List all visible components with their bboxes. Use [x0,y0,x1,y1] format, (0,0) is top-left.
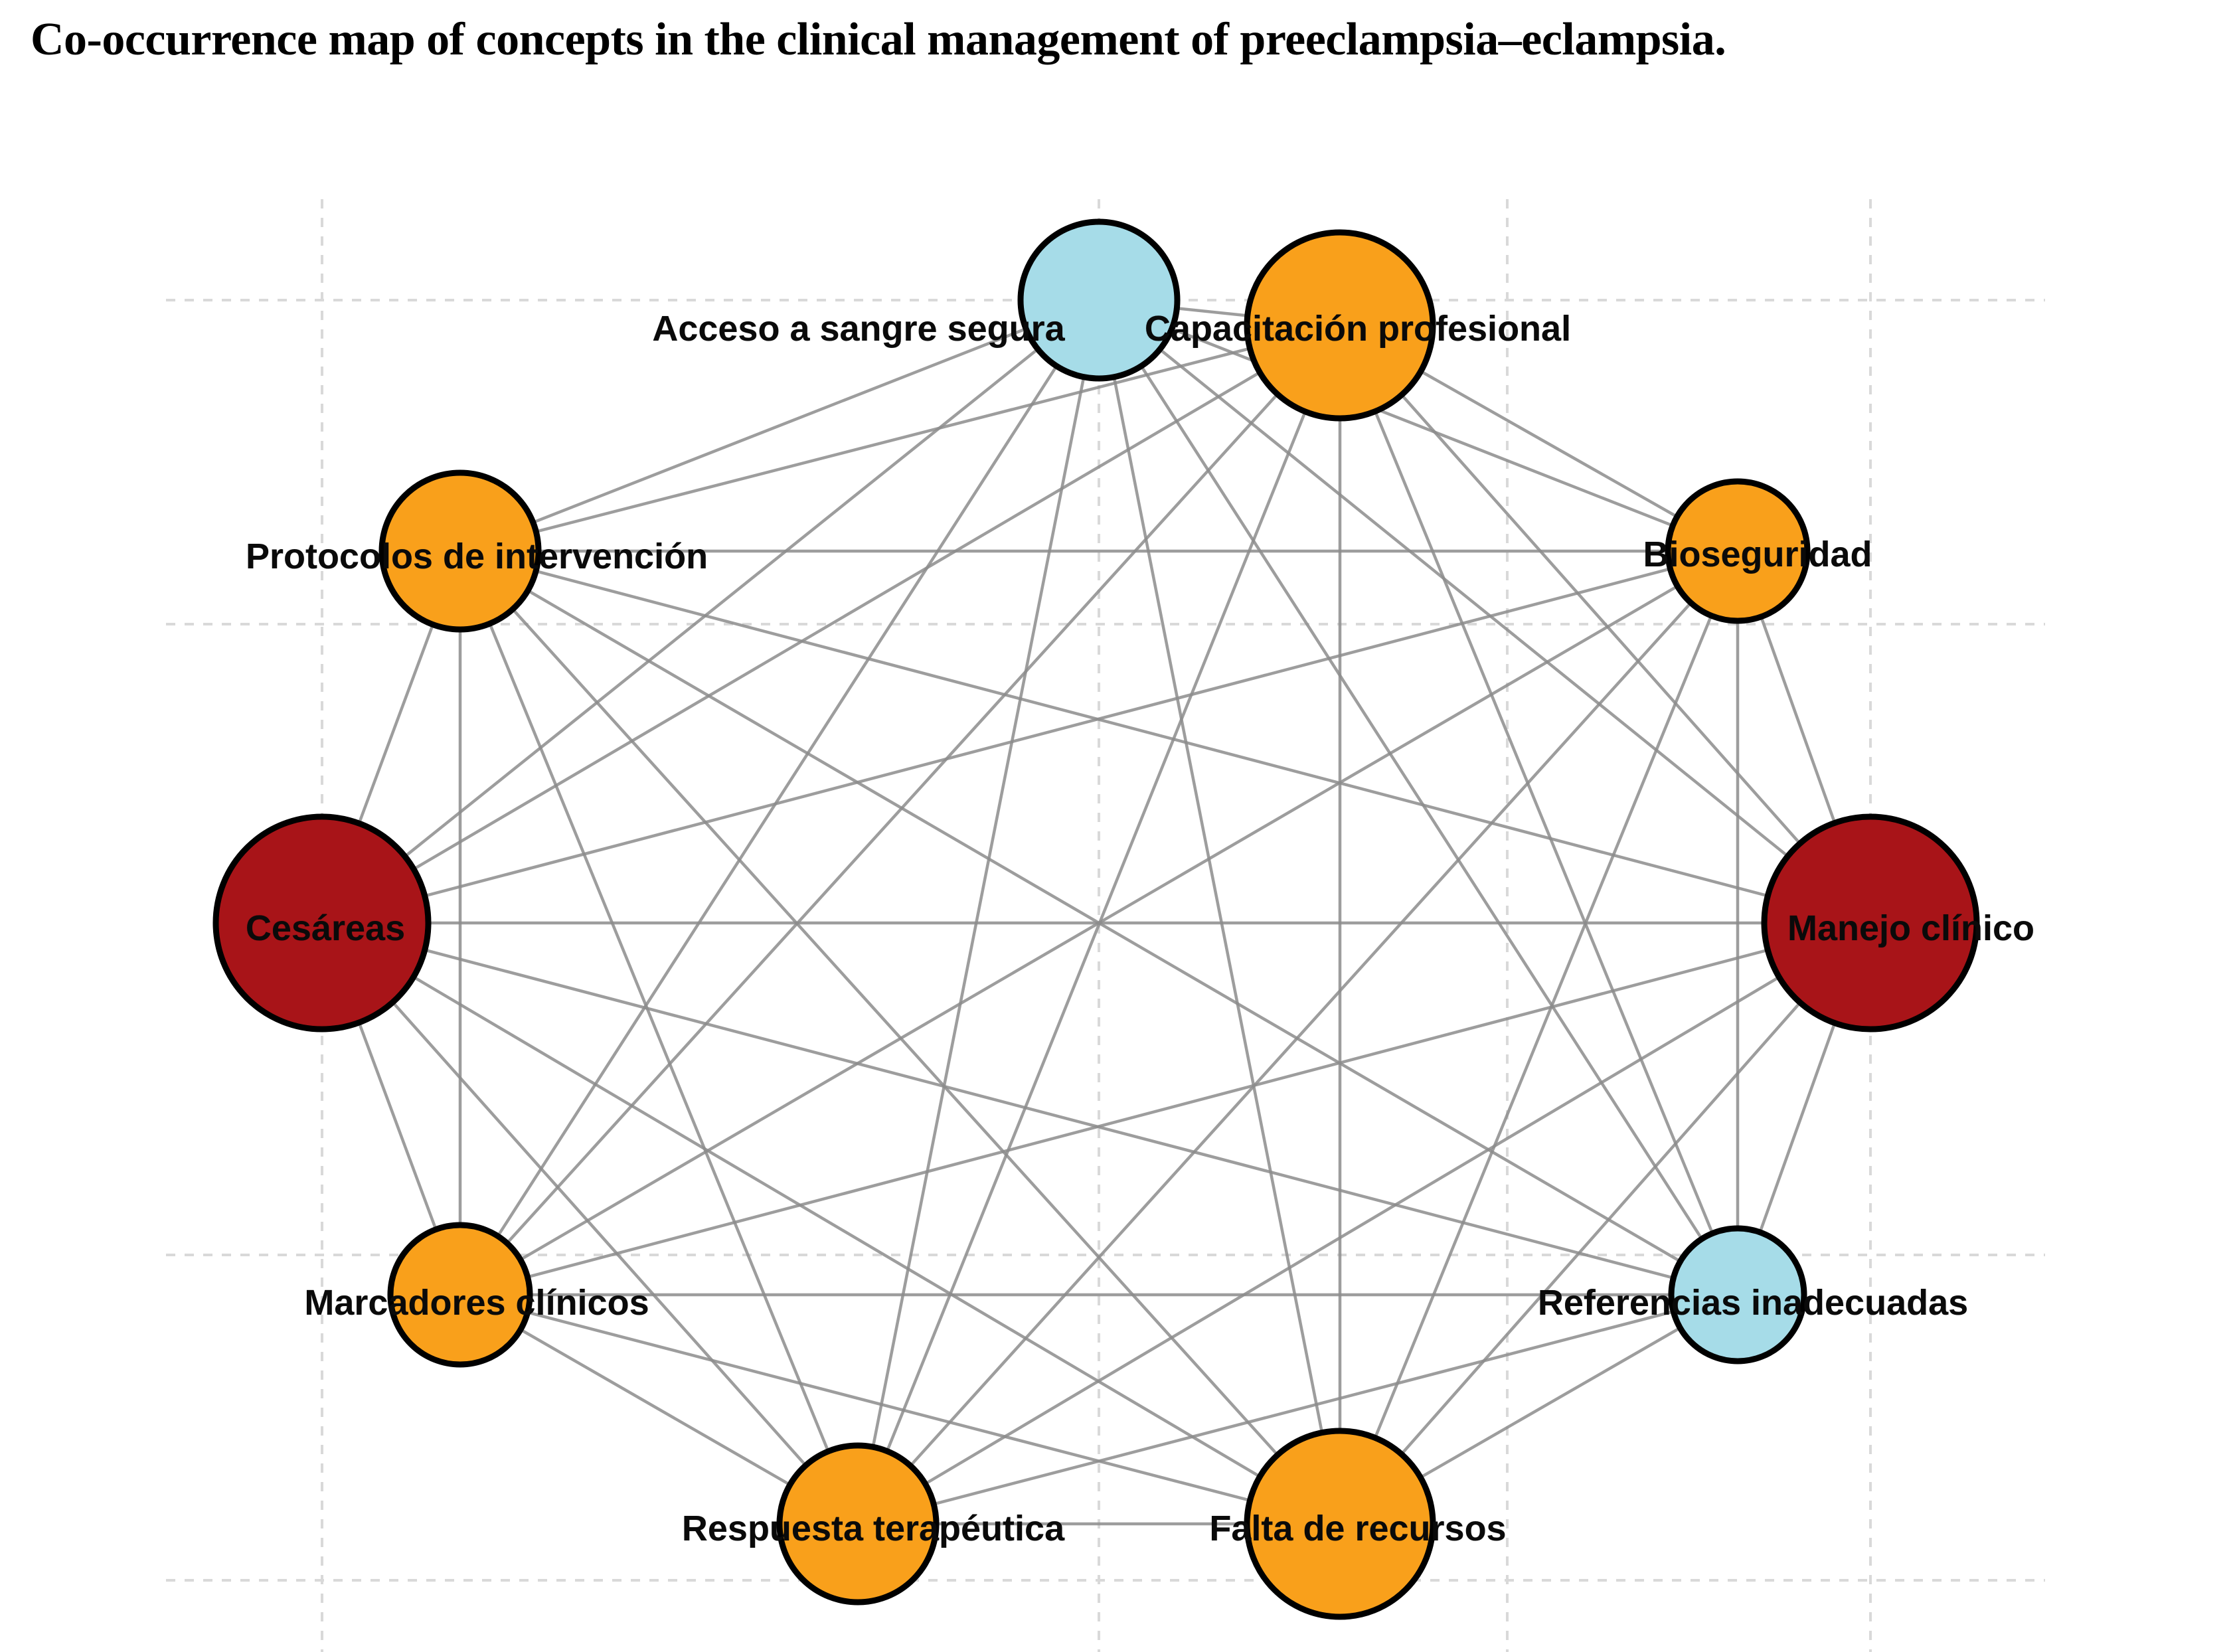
graph-edge [459,549,1871,925]
edge-layer [320,298,1872,1526]
graph-edge [459,550,1739,1296]
graph-edge [459,323,1341,553]
graph-edge [321,549,1738,925]
graph-edge [459,324,1341,1296]
graph-edge [321,922,859,1525]
page-title: Co-occurrence map of concepts in the cli… [31,14,1726,65]
graph-edge [321,922,1341,1525]
graph-edge [1098,299,1872,924]
graph-edge [857,1293,1738,1526]
graph-node-falta_recursos[interactable] [1244,1428,1436,1620]
graph-node-bioseguridad[interactable] [1665,478,1811,624]
graph-edge [1339,324,1872,924]
graph-node-marcadores[interactable] [387,1222,533,1368]
graph-edge [1339,922,1872,1525]
graph-node-protocolos[interactable] [378,469,542,633]
graph-edge [459,550,1341,1525]
graph-edge [321,299,1100,924]
graph-edge [1097,299,1342,1525]
graph-node-manejo_clinico[interactable] [1761,813,1980,1032]
graph-edge [321,324,1341,924]
graph-edge [1098,299,1739,1296]
graph-edge [856,299,1101,1525]
graph-edge [1098,298,1738,553]
graph-node-cesareas[interactable] [212,813,432,1032]
graph-edge [459,299,1100,1296]
graph-edge [459,921,1871,1297]
graph-edge [1338,325,1740,1295]
node-layer [212,218,1980,1620]
graph-node-respuesta_terap[interactable] [776,1442,940,1606]
graph-node-acceso_sangre[interactable] [1017,218,1181,382]
graph-node-capacitacion[interactable] [1244,229,1436,422]
graph-edge [1338,550,1740,1525]
graph-edge [458,550,860,1525]
graph-node-referencias[interactable] [1668,1225,1807,1364]
graph-edge [459,298,1100,553]
graph-edge [459,1293,1341,1526]
graph-edge [857,922,1872,1525]
graph-edge [321,921,1738,1297]
